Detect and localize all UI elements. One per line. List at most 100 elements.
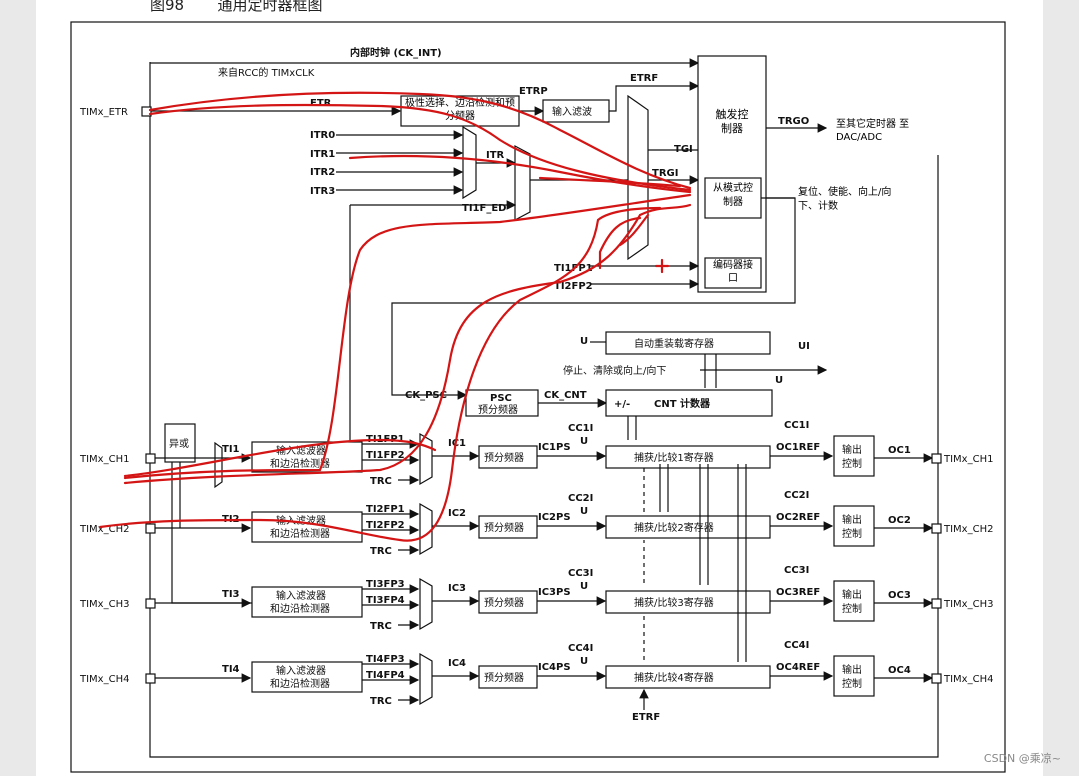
itr0-label: ITR0 <box>310 130 335 141</box>
channel-3-trc-label: TRC <box>370 621 392 632</box>
channel-4-u-label: U <box>580 656 588 667</box>
channel-1-cc-out-label: CC1I <box>784 420 809 431</box>
channel-1-filter-line2: 和边沿检测器 <box>270 457 330 470</box>
register-bus-lines <box>627 416 747 662</box>
channel-2-ic-mux <box>419 502 433 556</box>
channel-4-icps-label: IC4PS <box>538 662 571 673</box>
channel-1-pin-label: TIMx_CH1 <box>79 454 129 465</box>
red-stroke-encoder <box>598 213 650 270</box>
itr1-label: ITR1 <box>310 149 335 160</box>
channel-3-register <box>605 590 771 614</box>
channel-1-register-label: 捕获/比较1寄存器 <box>634 451 714 464</box>
red-cross <box>654 258 670 274</box>
channel-1-prescaler-label: 预分频器 <box>484 451 524 464</box>
channel-2-filter <box>251 511 363 543</box>
ck-psc-label: CK_PSC <box>405 390 447 401</box>
polarity-block <box>400 95 520 127</box>
left-margin <box>0 0 36 776</box>
trgi-label: TRGI <box>652 168 678 179</box>
channel-3-ref-label: OC3REF <box>776 587 820 598</box>
red-stroke-ch2 <box>98 206 662 542</box>
red-stroke-etr <box>148 91 692 190</box>
channel-3-out-pin-label: TIMx_CH3 <box>943 599 993 610</box>
slave-out-wrap: 复位、使能、向上/向下、计数 <box>798 187 892 212</box>
channel-2-out-pin-label: TIMx_CH2 <box>943 524 993 535</box>
trigger-controller-text-wrap: 触发控制器 <box>715 108 749 135</box>
channel-4-ic-mux <box>419 652 433 706</box>
channel-3-fpa-label: TI3FP3 <box>366 579 405 590</box>
channel-1-ic-label: IC1 <box>448 438 466 449</box>
arr-cnt-arrow <box>704 354 717 388</box>
red-stroke-ch1 <box>123 193 692 480</box>
channel-1-filter-line1: 输入滤波器 <box>276 444 326 457</box>
trigger-controller <box>697 55 767 293</box>
red-stroke-ch1-b <box>123 203 692 485</box>
channel-3-pin <box>145 598 156 609</box>
ti2fp2-label: TI2FP2 <box>554 281 593 292</box>
channel-3-fpb-label: TI3FP4 <box>366 595 405 606</box>
red-annotations <box>98 91 692 542</box>
figure-caption: 图98 通用定时器框图 <box>150 0 323 15</box>
slave-out-label: 复位、使能、向上/向下、计数 <box>798 187 892 212</box>
watermark: CSDN @乘凉~ <box>983 752 1061 765</box>
channel-2-output-line2: 控制 <box>842 527 862 540</box>
channel-4-output-control <box>833 655 875 697</box>
rcc-clock-label: 来自RCC的 TIMxCLK <box>218 66 315 79</box>
channel-1-out-pin-label: TIMx_CH1 <box>943 454 993 465</box>
channel-3-prescaler <box>478 590 538 614</box>
channel-4-fpa-label: TI4FP3 <box>366 654 405 665</box>
channel-4-register-label: 捕获/比较4寄存器 <box>634 671 714 684</box>
xor-mux <box>214 441 223 489</box>
channel-2-output-control <box>833 505 875 547</box>
channel-4-ic-label: IC4 <box>448 658 466 669</box>
channel-1-icps-label: IC1PS <box>538 442 571 453</box>
channel-2-cc-out-label: CC2I <box>784 490 809 501</box>
channel-4-output-line1: 输出 <box>842 663 862 676</box>
bottom-etrf-label: ETRF <box>632 712 660 723</box>
channel-1-fpb-label: TI1FP2 <box>366 450 405 461</box>
channel-1-out-pin <box>931 453 942 464</box>
trgo-label: TRGO <box>778 116 809 127</box>
arr-u-label: U <box>580 336 588 347</box>
channel-3-oc-label: OC3 <box>888 590 911 601</box>
xor-label: 异或 <box>169 438 189 450</box>
channel-1-cc-label: CC1I <box>568 423 593 434</box>
channel-3-register-label: 捕获/比较3寄存器 <box>634 596 714 609</box>
etr-pin-label: TIMx_ETR <box>79 107 128 118</box>
channel-3-prescaler-label: 预分频器 <box>484 596 524 609</box>
psc-label: PSC <box>490 393 512 404</box>
counter-u-label: U <box>775 375 783 386</box>
channel-3-out-pin <box>931 598 942 609</box>
channel-4-output-line2: 控制 <box>842 677 862 690</box>
channel-2-ref-label: OC2REF <box>776 512 820 523</box>
red-stroke-trgi <box>538 176 682 188</box>
inner-boundary <box>149 62 939 758</box>
channel-4-out-pin-label: TIMx_CH4 <box>943 674 993 685</box>
polarity-block-text: 极性选择、边沿检测和预分频器 <box>405 98 515 122</box>
channel-3-cc-out-label: CC3I <box>784 565 809 576</box>
channel-4-ti-label: TI4 <box>222 664 240 675</box>
etrf-label: ETRF <box>630 73 658 84</box>
channel-2-u-label: U <box>580 506 588 517</box>
diagram-frame <box>70 21 1006 773</box>
channel-4-trc-label: TRC <box>370 696 392 707</box>
channel-1-output-control <box>833 435 875 477</box>
channel-3-output-line2: 控制 <box>842 602 862 615</box>
etr-filter-label: 输入滤波 <box>552 105 592 118</box>
channel-1-pin <box>145 453 156 464</box>
channel-4-prescaler <box>478 665 538 689</box>
channel-2-register <box>605 515 771 539</box>
etrp-label: ETRP <box>519 86 548 97</box>
xor-input-lines <box>171 462 252 604</box>
auto-reload-label: 自动重装载寄存器 <box>634 337 714 350</box>
channel-2-out-pin <box>931 523 942 534</box>
trigger-controller-text: 触发控制器 <box>715 108 749 135</box>
channel-4-cc-label: CC4I <box>568 643 593 654</box>
channel-3-u-label: U <box>580 581 588 592</box>
channel-1-ref-label: OC1REF <box>776 442 820 453</box>
to-other-wrap: 至其它定时器 至 DAC/ADC <box>836 119 909 143</box>
slave-mode-text-wrap: 从模式控制器 <box>713 183 753 208</box>
channel-2-pin <box>145 523 156 534</box>
